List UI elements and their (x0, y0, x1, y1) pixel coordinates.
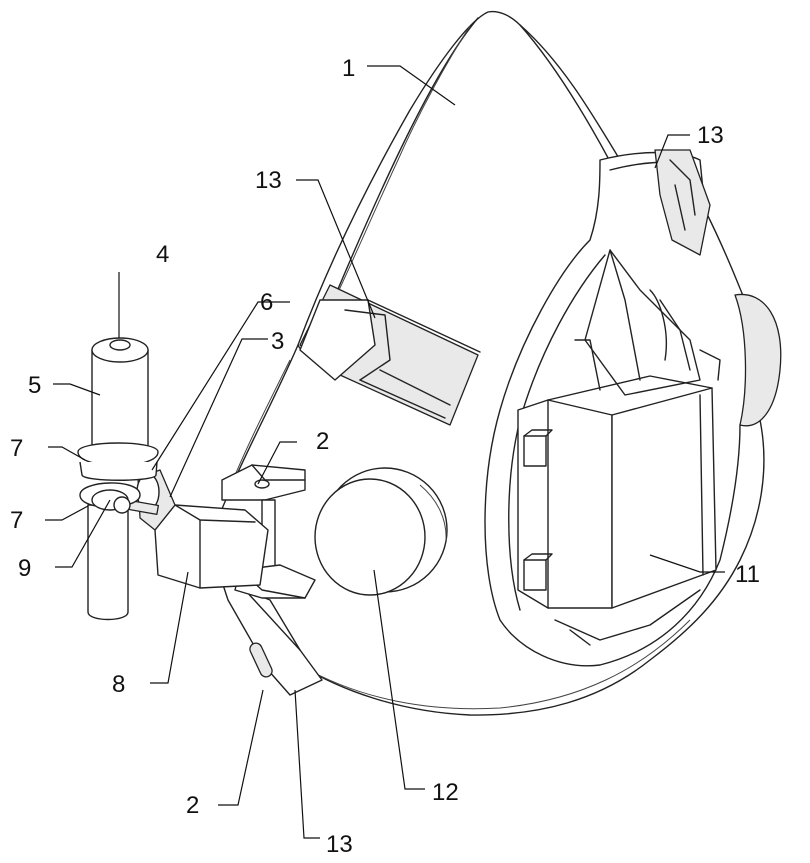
callout-2-top: 2 (316, 428, 329, 455)
callout-13-top: 13 (697, 122, 724, 149)
callout-12: 12 (432, 779, 459, 806)
callout-13-bottom: 13 (326, 831, 353, 858)
callout-4: 4 (156, 241, 169, 268)
callout-6: 6 (260, 289, 273, 316)
callout-8: 8 (112, 671, 125, 698)
tube-assembly (78, 338, 158, 620)
callout-7-lower: 7 (10, 507, 23, 534)
callout-7-upper: 7 (10, 435, 23, 462)
callout-2-bottom: 2 (186, 792, 199, 819)
callout-5: 5 (28, 372, 41, 399)
callout-11: 11 (735, 561, 760, 588)
callout-13-mid: 13 (255, 167, 282, 194)
callout-9: 9 (18, 555, 31, 582)
callout-1: 1 (342, 55, 355, 82)
callout-3: 3 (271, 328, 284, 355)
